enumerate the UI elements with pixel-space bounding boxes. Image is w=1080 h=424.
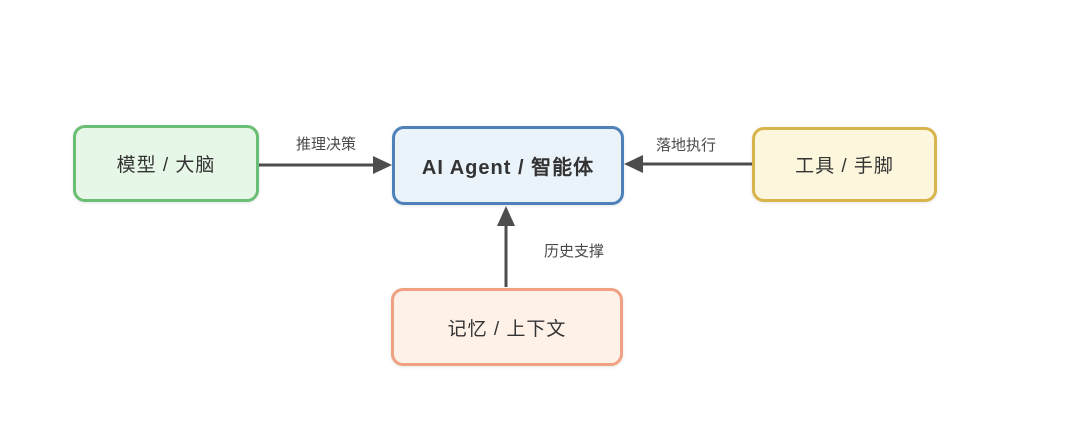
arrowhead-up-icon (497, 206, 515, 226)
edge-tools-to-agent (624, 155, 752, 173)
arrowhead-right-icon (373, 156, 392, 174)
node-model-brain-label: 模型 / 大脑 (116, 155, 216, 176)
node-tools-limbs-label: 工具 / 手脚 (795, 156, 894, 177)
edge-label-execution: 落地执行 (655, 137, 717, 154)
node-tools-limbs: 工具 / 手脚 (752, 127, 937, 202)
edge-model-to-agent (259, 156, 392, 174)
arrowhead-left-icon (624, 155, 643, 173)
node-memory-context: 记忆 / 上下文 (391, 288, 623, 366)
node-model-brain: 模型 / 大脑 (73, 125, 259, 202)
edge-memory-to-agent (497, 206, 515, 287)
edge-label-reasoning: 推理决策 (295, 136, 357, 153)
node-ai-agent: AI Agent / 智能体 (392, 126, 624, 205)
node-memory-context-label: 记忆 / 上下文 (447, 318, 567, 340)
edge-label-history: 历史支撑 (543, 243, 605, 260)
node-ai-agent-label: AI Agent / 智能体 (421, 157, 595, 179)
